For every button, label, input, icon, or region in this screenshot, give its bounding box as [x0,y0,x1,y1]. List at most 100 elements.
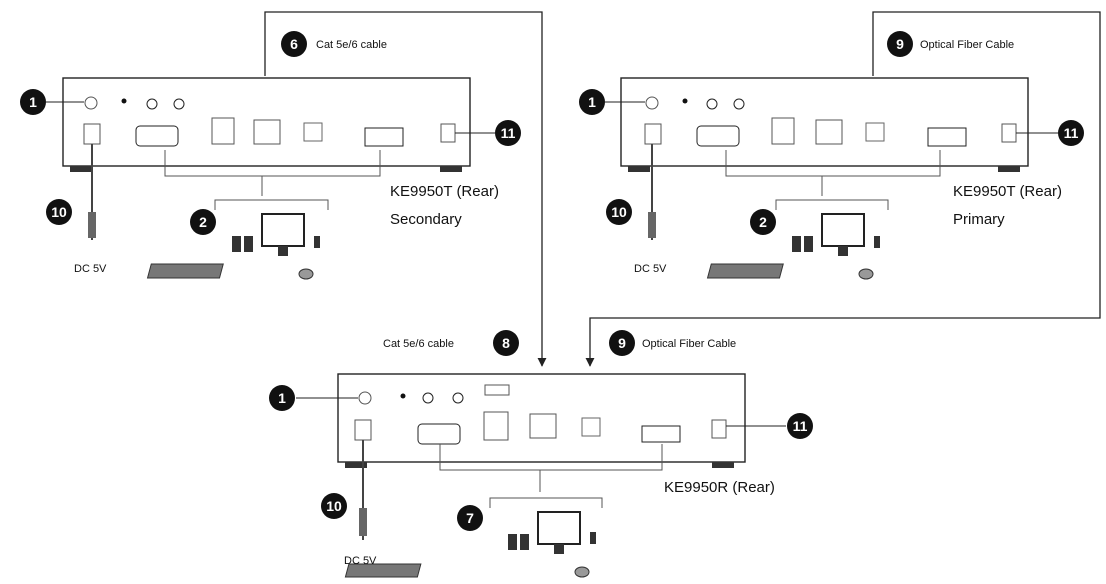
callout-11-primary: 11 [1058,120,1084,146]
sfp-port [865,122,885,142]
usb-ports [771,117,795,145]
console-group-primary [706,213,880,280]
cable-label-fiber-top: Optical Fiber Cable [920,39,1014,51]
svg-text:8: 8 [502,335,510,351]
status-led [682,98,688,104]
power-led [84,96,98,110]
callout-10-secondary: 10 [46,199,72,225]
secondary-model-label: KE9950T (Rear) [390,183,499,200]
svg-text:11: 11 [1064,125,1079,141]
svg-text:10: 10 [326,498,342,514]
monitor-stand-icon [554,544,564,554]
svg-text:11: 11 [793,418,808,434]
speaker-icon [244,236,253,252]
status-led [400,393,406,399]
sfp-port [581,417,601,437]
dc-port [354,419,372,441]
power-plug [88,212,96,238]
primary-role-label: Primary [953,211,1005,228]
displayport [641,425,681,443]
svg-text:1: 1 [588,94,596,110]
device-foot [628,166,650,172]
callout-6: 6 [281,31,307,57]
displayport [364,127,404,147]
callout-1-primary: 1 [579,89,605,115]
speaker-icon [508,534,517,550]
mouse-icon [858,268,874,280]
svg-text:11: 11 [501,125,516,141]
speaker-icon [792,236,801,252]
monitor-icon [537,511,581,545]
usb-ports [211,117,235,145]
dc-port-right [440,123,456,143]
console-group-receiver [344,511,596,578]
device-foot [712,462,734,468]
audio-jack [422,392,434,404]
rs232-port [417,423,461,445]
audio-jack [706,98,718,110]
lan-port [815,119,843,145]
callout-7: 7 [457,505,483,531]
primary-model-label: KE9950T (Rear) [953,183,1062,200]
power-plug [648,212,656,238]
speaker-icon [804,236,813,252]
callout-2-primary: 2 [750,209,776,235]
displayport [927,127,967,147]
usb-ports [483,411,509,441]
dc-port [83,123,101,145]
svg-text:10: 10 [51,204,67,220]
callout-1-secondary: 1 [20,89,46,115]
rs232-port [135,125,179,147]
device-receiver [296,373,786,540]
svg-text:2: 2 [199,214,207,230]
dc-label-secondary: DC 5V [74,263,107,275]
microphone-icon [590,532,596,544]
audio-jack [452,392,464,404]
device-foot [440,166,462,172]
dc-port-right [711,419,727,439]
cable-label-cat-top: Cat 5e/6 cable [316,39,387,51]
callout-10-receiver: 10 [321,493,347,519]
monitor-stand-icon [278,246,288,256]
keyboard-icon [146,263,224,279]
svg-text:7: 7 [466,510,474,526]
rs232-port [696,125,740,147]
mouse-icon [574,566,590,578]
device-foot [345,462,367,468]
callout-11-secondary: 11 [495,120,521,146]
svg-text:9: 9 [896,36,904,52]
callout-10-primary: 10 [606,199,632,225]
svg-text:1: 1 [278,390,286,406]
console-bracket [725,150,941,177]
dc-label-primary: DC 5V [634,263,667,275]
sfp-port [303,122,323,142]
device-primary-transmitter [605,77,1058,240]
callout-8: 8 [493,330,519,356]
power-led [358,391,372,405]
dc-port-right [1001,123,1017,143]
audio-jack [733,98,745,110]
callout-2-secondary: 2 [190,209,216,235]
speaker-icon [520,534,529,550]
receiver-model-label: KE9950R (Rear) [664,479,775,496]
console-bracket-lower [214,199,329,210]
dc-port [644,123,662,145]
hdmi-port [484,384,510,396]
cable-fiber-top [585,11,1101,367]
keyboard-icon [706,263,784,279]
svg-text:1: 1 [29,94,37,110]
cable-cat-top [264,11,547,367]
callout-11-receiver: 11 [787,413,813,439]
console-bracket [439,444,663,471]
lan-port [253,119,281,145]
cable-label-fiber-bottom: Optical Fiber Cable [642,338,736,350]
audio-jack [173,98,185,110]
keyboard-icon [344,563,422,578]
status-led [121,98,127,104]
monitor-stand-icon [838,246,848,256]
device-foot [70,166,92,172]
lan-port [529,413,557,439]
dc-label-receiver: DC 5V [344,555,377,567]
svg-text:6: 6 [290,36,298,52]
